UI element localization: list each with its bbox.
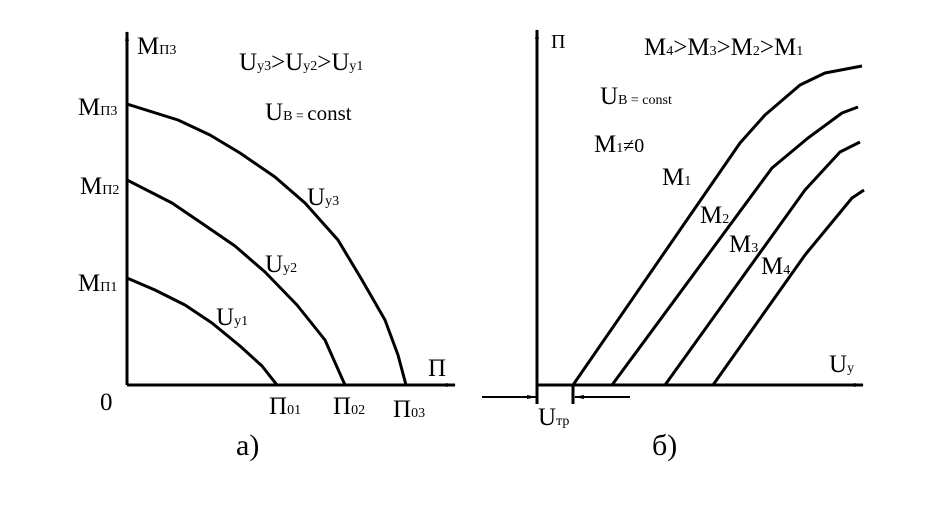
curve-label-m4: M4 bbox=[761, 253, 790, 280]
condition-ub: UB = const bbox=[600, 83, 672, 110]
x-tick-p01: П01 bbox=[269, 393, 301, 420]
order-condition: M4>M3>M2>M1 bbox=[644, 34, 803, 61]
curve-m4 bbox=[711, 188, 865, 386]
threshold-label: Uтр bbox=[538, 404, 569, 431]
condition-voltages: Uу3>Uу2>Uу1 bbox=[239, 49, 363, 76]
plot-b: П Uу M4>M3>M2>M1 UB = const M1≠0 M1 M2 M… bbox=[482, 29, 865, 462]
caption-b: б) bbox=[652, 429, 677, 462]
curve-label-m2: M2 bbox=[700, 202, 729, 229]
condition-m1-nonzero: M1≠0 bbox=[594, 131, 644, 158]
origin-label: 0 bbox=[100, 389, 113, 416]
plot-a: MП3 П 0 Uу3>Uу2>Uу1 UB = const MП3 MП2 M… bbox=[78, 31, 456, 462]
curve-uy1 bbox=[126, 276, 279, 386]
x-tick-p03: П03 bbox=[393, 396, 425, 423]
curve-label-uy1: Uу1 bbox=[216, 304, 248, 331]
curve-uy2 bbox=[126, 178, 347, 386]
y-tick-mp3: MП3 bbox=[78, 94, 117, 121]
caption-a: а) bbox=[236, 429, 259, 462]
curve-label-m1: M1 bbox=[662, 164, 691, 191]
x-tick-p02: П02 bbox=[333, 393, 365, 420]
curve-m2 bbox=[610, 105, 859, 386]
x-axis-label: Uу bbox=[829, 351, 854, 378]
curve-label-uy3: Uу3 bbox=[307, 184, 339, 211]
curve-label-m3: M3 bbox=[729, 231, 758, 258]
y-tick-mp2: MП2 bbox=[80, 173, 119, 200]
condition-ub: UB = const bbox=[265, 99, 352, 126]
curve-m3 bbox=[663, 140, 861, 386]
curve-m1 bbox=[571, 64, 863, 386]
y-axis-label: MП3 bbox=[137, 33, 176, 60]
curve-label-uy2: Uу2 bbox=[265, 251, 297, 278]
x-axis-label: П bbox=[428, 355, 446, 382]
y-tick-mp1: MП1 bbox=[78, 270, 117, 297]
y-axis-label: П bbox=[551, 31, 565, 53]
curve-uy3 bbox=[126, 102, 408, 386]
